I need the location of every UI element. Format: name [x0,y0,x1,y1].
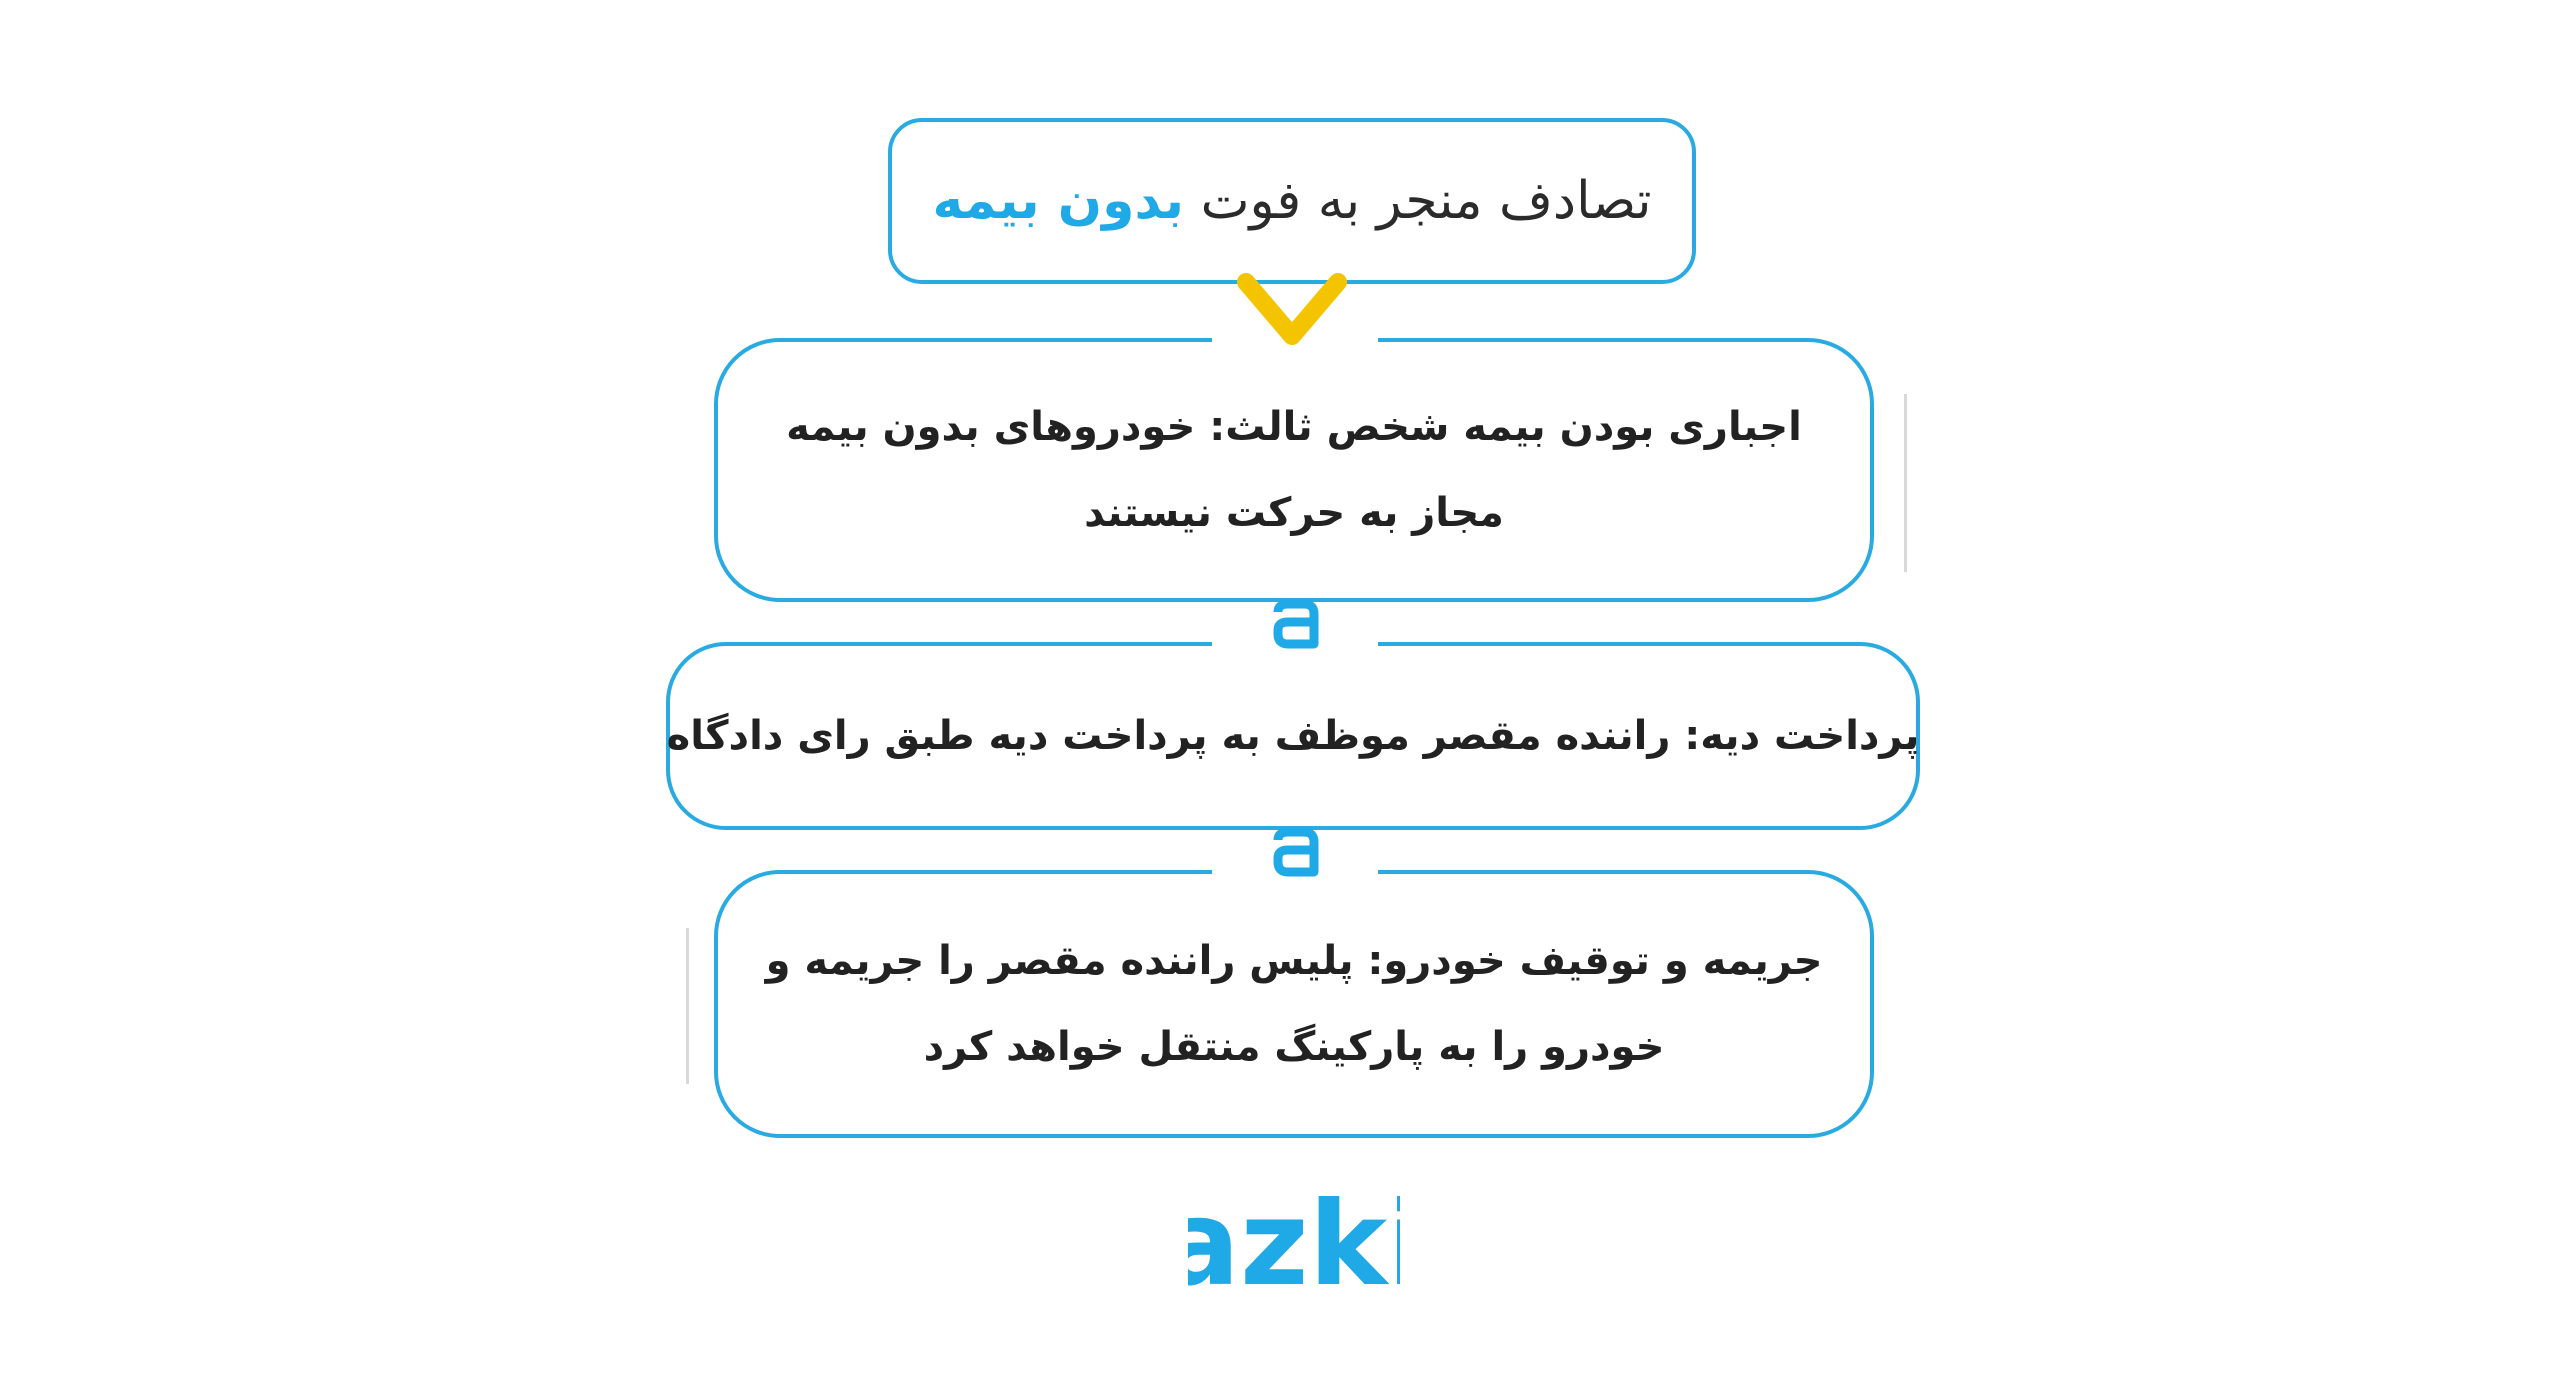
step-box-1: اجباری بودن بیمه شخص ثالث: خودروهای بدون… [714,338,1874,602]
side-divider-left [686,928,689,1084]
step-3-line-2: خودرو را به پارکینگ منتقل خواهد کرد [923,1024,1665,1070]
step-box-3: جریمه و توقیف خودرو: پلیس راننده مقصر را… [714,870,1874,1138]
azki-a-icon [1273,827,1319,877]
azki-logo: azki [1188,1196,1400,1296]
azki-logo-text: azki [1188,1196,1400,1296]
step-box-2: پرداخت دیه: راننده مقصر موظف به پرداخت د… [666,642,1920,830]
title-box: تصادف منجر به فوت بدون بیمه [888,118,1696,284]
step-3-line-1: جریمه و توقیف خودرو: پلیس راننده مقصر را… [765,938,1823,984]
step-1-line-1: اجباری بودن بیمه شخص ثالث: خودروهای بدون… [786,404,1802,450]
azki-a-icon [1273,599,1319,649]
diagram-title: تصادف منجر به فوت بدون بیمه [933,171,1652,231]
step-2-line-1: پرداخت دیه: راننده مقصر موظف به پرداخت د… [666,713,1920,759]
title-prefix: تصادف منجر به فوت [1200,171,1652,231]
title-highlight: بدون بیمه [932,171,1185,231]
side-divider-right [1904,394,1907,572]
step-1-line-2: مجاز به حرکت نیستند [1084,490,1504,536]
chevron-down-icon [1237,273,1347,345]
